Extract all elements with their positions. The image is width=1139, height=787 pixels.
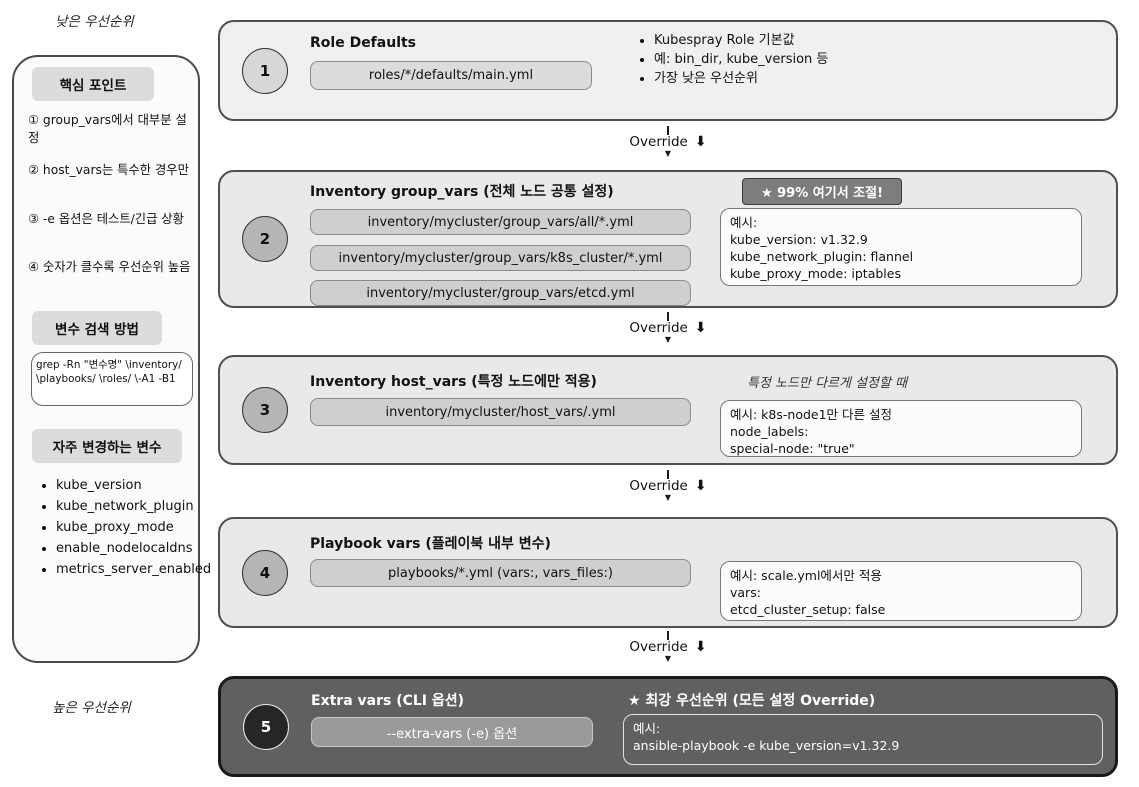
arrowhead-icon: ▼: [664, 654, 672, 663]
arrow-line: [666, 312, 670, 321]
frequent-var-item: enable_nodelocaldns: [56, 538, 211, 559]
note-item: 가장 낮은 우선순위: [654, 69, 828, 88]
low-priority-label: 낮은 우선순위: [55, 14, 134, 30]
example-line: ansible-playbook -e kube_version=v1.32.9: [633, 738, 900, 753]
level-number-circle: 3: [242, 387, 288, 433]
example-box: 예시: ansible-playbook -e kube_version=v1.…: [623, 714, 1103, 765]
high-priority-label: 높은 우선순위: [52, 700, 131, 716]
example-line: 예시: scale.yml에서만 적용: [730, 568, 882, 583]
example-box: 예시: kube_version: v1.32.9 kube_network_p…: [720, 208, 1082, 286]
path-box: inventory/mycluster/group_vars/all/*.yml: [310, 209, 691, 235]
key-points-title: 핵심 포인트: [32, 67, 154, 101]
example-box: 예시: k8s-node1만 다른 설정 node_labels: specia…: [720, 400, 1082, 457]
level-box-group-vars: 2 Inventory group_vars (전체 노드 공통 설정) inv…: [218, 170, 1118, 308]
override-label: Override: [629, 134, 688, 150]
example-line: 예시:: [730, 215, 758, 230]
example-line: 예시:: [633, 721, 661, 736]
key-point-item: ① group_vars에서 대부분 설정: [28, 113, 187, 145]
example-line: kube_network_plugin: flannel: [730, 249, 914, 264]
level-title: Playbook vars (플레이북 내부 변수): [310, 536, 551, 552]
level-number-circle: 1: [242, 47, 288, 94]
host-vars-note: 특정 노드만 다르게 설정할 때: [747, 376, 908, 391]
path-box: roles/*/defaults/main.yml: [310, 61, 592, 90]
level-number-circle: 2: [242, 216, 288, 262]
level-title: Role Defaults: [310, 35, 417, 51]
example-box: 예시: scale.yml에서만 적용 vars: etcd_cluster_s…: [720, 561, 1082, 621]
path-box: --extra-vars (-e) 옵션: [311, 717, 593, 747]
arrowhead-icon: ▼: [664, 493, 672, 502]
override-label: Override: [629, 478, 688, 494]
frequent-var-item: kube_network_plugin: [56, 496, 211, 517]
key-point-item: ④ 숫자가 클수록 우선순위 높음: [28, 260, 191, 274]
arrow-line: [666, 126, 670, 135]
example-line: kube_proxy_mode: iptables: [730, 266, 901, 281]
level-title: Inventory host_vars (특정 노드에만 적용): [310, 374, 597, 390]
level-box-host-vars: 3 Inventory host_vars (특정 노드에만 적용) inven…: [218, 355, 1118, 465]
arrowhead-icon: ▼: [664, 335, 672, 344]
note-item: 예: bin_dir, kube_version 등: [654, 50, 828, 69]
sidebar: 핵심 포인트 ① group_vars에서 대부분 설정 ② host_vars…: [12, 55, 211, 663]
override-arrow: Override ⬇ ▼: [218, 631, 1118, 663]
level-notes: Kubespray Role 기본값 예: bin_dir, kube_vers…: [638, 31, 828, 88]
path-box: inventory/mycluster/group_vars/k8s_clust…: [310, 245, 691, 271]
override-arrow: Override ⬇ ▼: [218, 126, 1118, 158]
override-arrow: Override ⬇ ▼: [218, 312, 1118, 344]
path-box: inventory/mycluster/host_vars/.yml: [310, 398, 691, 426]
level-number-circle: 5: [243, 703, 289, 750]
frequent-vars-title: 자주 변경하는 변수: [32, 429, 182, 463]
override-arrow: Override ⬇ ▼: [218, 470, 1118, 502]
level-box-playbook-vars: 4 Playbook vars (플레이북 내부 변수) playbooks/*…: [218, 517, 1118, 628]
example-line: node_labels:: [730, 424, 809, 439]
override-label: Override: [629, 639, 688, 655]
down-arrow-icon: ⬇: [694, 134, 707, 150]
level-box-extra-vars: 5 Extra vars (CLI 옵션) --extra-vars (-e) …: [218, 676, 1118, 777]
example-line: special-node: "true": [730, 441, 855, 456]
down-arrow-icon: ⬇: [694, 320, 707, 336]
example-line: kube_version: v1.32.9: [730, 232, 868, 247]
frequent-var-item: kube_version: [56, 475, 211, 496]
frequent-var-item: kube_proxy_mode: [56, 517, 211, 538]
arrow-line: [666, 470, 670, 479]
grep-command-box: grep -Rn "변수명" \inventory/ \playbooks/ \…: [31, 352, 193, 406]
arrow-line: [666, 631, 670, 640]
highlight-badge: ★ 99% 여기서 조절!: [742, 178, 902, 205]
key-point-item: ② host_vars는 특수한 경우만: [28, 163, 189, 177]
strongest-priority-label: ★ 최강 우선순위 (모든 설정 Override): [628, 693, 876, 709]
level-title: Inventory group_vars (전체 노드 공통 설정): [310, 184, 614, 200]
example-line: vars:: [730, 585, 761, 600]
level-box-role-defaults: 1 Role Defaults roles/*/defaults/main.ym…: [218, 20, 1118, 121]
frequent-var-item: metrics_server_enabled: [56, 559, 211, 580]
example-line: 예시: k8s-node1만 다른 설정: [730, 407, 892, 422]
level-title: Extra vars (CLI 옵션): [311, 693, 465, 709]
path-box: playbooks/*.yml (vars:, vars_files:): [310, 559, 691, 587]
down-arrow-icon: ⬇: [694, 639, 707, 655]
override-label: Override: [629, 320, 688, 336]
down-arrow-icon: ⬇: [694, 478, 707, 494]
example-line: etcd_cluster_setup: false: [730, 602, 886, 617]
key-point-item: ③ -e 옵션은 테스트/긴급 상황: [28, 212, 184, 226]
arrowhead-icon: ▼: [664, 149, 672, 158]
search-method-title: 변수 검색 방법: [32, 311, 162, 345]
level-number-circle: 4: [242, 549, 288, 596]
note-item: Kubespray Role 기본값: [654, 31, 828, 50]
path-box: inventory/mycluster/group_vars/etcd.yml: [310, 280, 691, 306]
frequent-vars-list: kube_version kube_network_plugin kube_pr…: [42, 475, 211, 580]
